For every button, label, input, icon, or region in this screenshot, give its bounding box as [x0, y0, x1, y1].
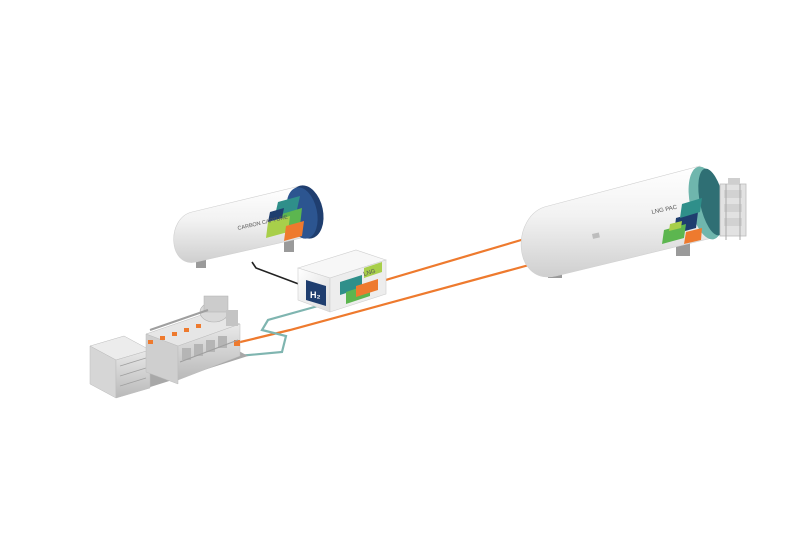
carbon-capture-pipe — [251, 261, 305, 287]
cold-box-icon — [719, 178, 747, 240]
pipes — [231, 236, 541, 358]
fuel-module-icon: H₂ LNG — [296, 249, 387, 313]
teal-pipe — [237, 304, 319, 358]
fuel-pipe-lower — [231, 260, 541, 346]
lng-pac-label: LNG PAC — [651, 205, 678, 216]
lng-tank-icon: LNG PAC — [520, 165, 726, 278]
engine-genset-icon — [89, 295, 248, 399]
lng-label: LNG — [363, 268, 377, 277]
carbon-capture-tank-icon: CARBON CAPTURE — [173, 185, 324, 268]
fuel-pipe-upper — [371, 236, 529, 286]
h2-label: H₂ — [310, 290, 321, 300]
